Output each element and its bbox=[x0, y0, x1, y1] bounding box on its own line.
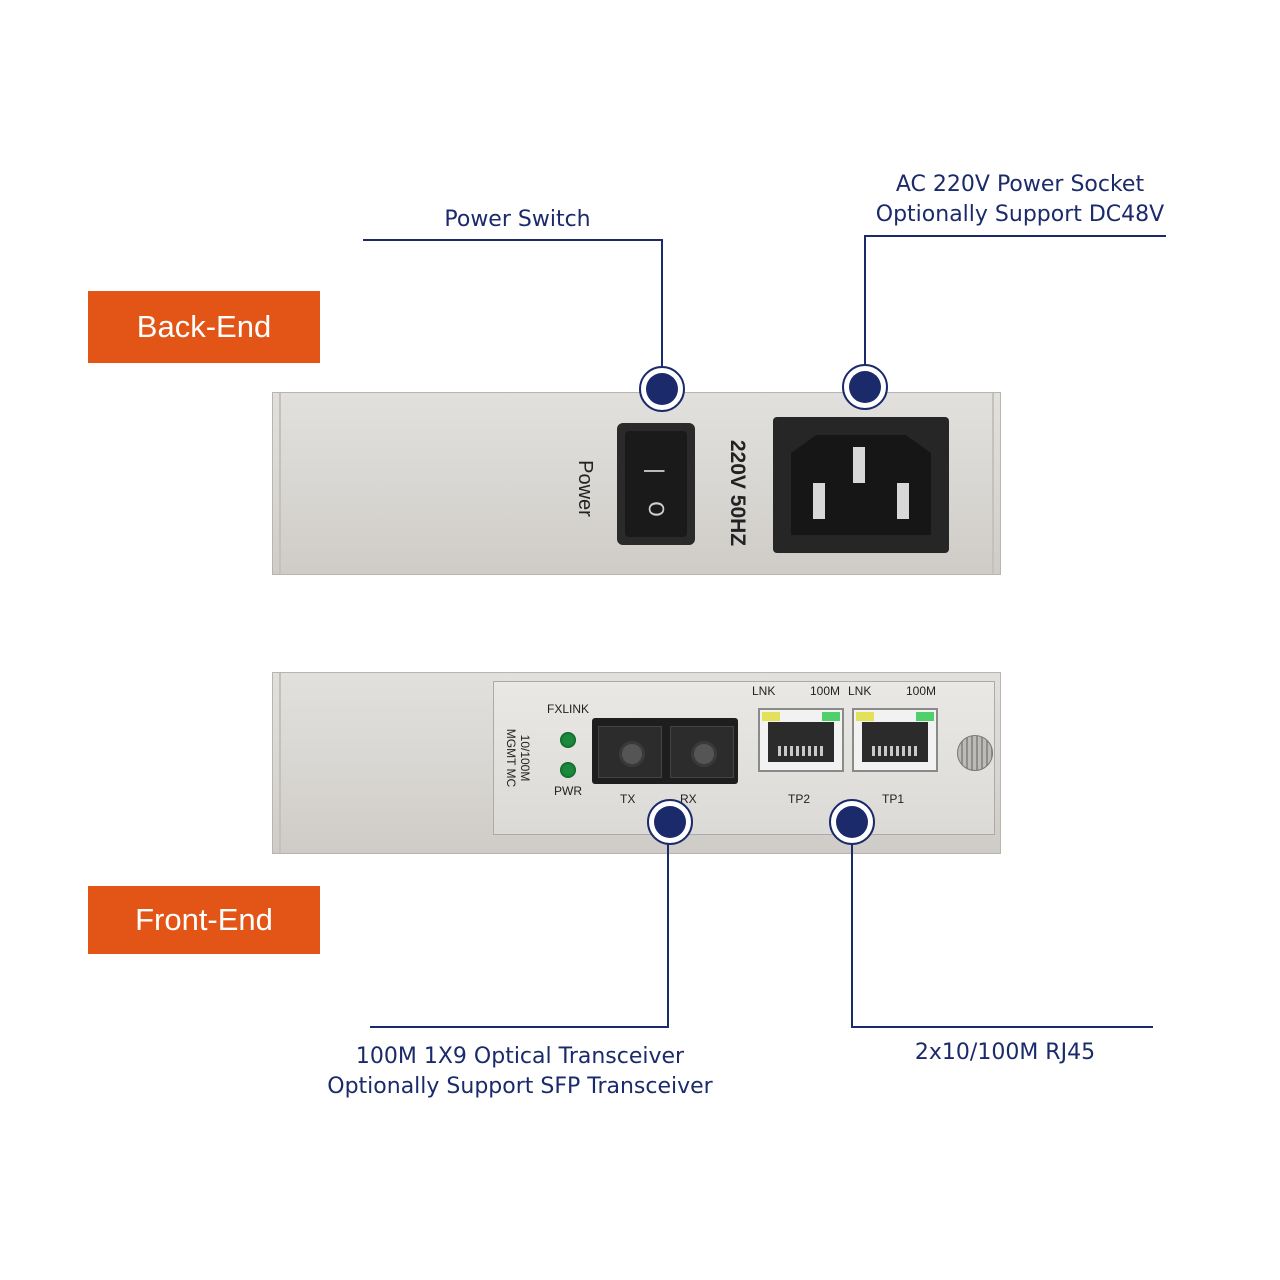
rocker-face: | O bbox=[625, 431, 687, 537]
model-line-1: 10/100M bbox=[518, 734, 532, 782]
pwr-led bbox=[560, 762, 576, 778]
tp1-lnk-led bbox=[856, 712, 874, 721]
tp1-jack bbox=[862, 722, 928, 762]
rj45-marker bbox=[829, 799, 875, 845]
socket-pin-ground bbox=[853, 447, 865, 483]
socket-pin-live bbox=[813, 483, 825, 519]
tp2-100m-led bbox=[822, 712, 840, 721]
power-socket-text-2: Optionally Support DC48V bbox=[875, 202, 1165, 227]
rx-port bbox=[670, 726, 734, 778]
front-end-tag: Front-End bbox=[88, 886, 320, 954]
power-socket-marker bbox=[842, 364, 888, 410]
tp1-label: TP1 bbox=[882, 792, 905, 806]
rj45-callout: 2x10/100M RJ45 bbox=[880, 1038, 1130, 1068]
iec-power-socket[interactable] bbox=[773, 417, 949, 553]
optical-callout: 100M 1X9 Optical Transceiver Optionally … bbox=[300, 1042, 740, 1102]
module-plate: 10/100M MGMT MC FXLINK PWR TX RX LNK 100… bbox=[493, 681, 995, 835]
rj45-port-tp1[interactable] bbox=[852, 708, 938, 772]
optical-text-2: Optionally Support SFP Transceiver bbox=[327, 1074, 713, 1099]
back-end-label: Back-End bbox=[136, 309, 272, 344]
optical-leader-v bbox=[667, 843, 669, 1028]
power-socket-callout: AC 220V Power Socket Optionally Support … bbox=[850, 170, 1190, 230]
front-panel: 10/100M MGMT MC FXLINK PWR TX RX LNK 100… bbox=[272, 672, 1001, 854]
power-switch-marker bbox=[639, 366, 685, 412]
optical-transceiver[interactable] bbox=[592, 718, 738, 784]
lnk-label-1: LNK bbox=[752, 684, 776, 698]
rj45-port-tp2[interactable] bbox=[758, 708, 844, 772]
power-label: Power bbox=[573, 459, 596, 517]
pwr-label: PWR bbox=[554, 784, 582, 798]
tp1-pins bbox=[872, 746, 918, 756]
lnk-label-2: LNK bbox=[848, 684, 872, 698]
back-end-tag: Back-End bbox=[88, 291, 320, 363]
rj45-leader-v bbox=[851, 843, 853, 1028]
power-switch-text: Power Switch bbox=[444, 207, 591, 232]
front-panel-edge-left bbox=[279, 673, 281, 853]
optical-text-1: 100M 1X9 Optical Transceiver bbox=[355, 1044, 685, 1069]
100m-label-1: 100M bbox=[810, 684, 841, 698]
fxlink-led bbox=[560, 732, 576, 748]
rj45-leader-h bbox=[851, 1026, 1153, 1028]
tp1-100m-led bbox=[916, 712, 934, 721]
power-switch-callout: Power Switch bbox=[380, 205, 655, 235]
power-socket-leader-v bbox=[864, 235, 866, 367]
switch-off-mark: O bbox=[644, 501, 668, 517]
100m-label-2: 100M bbox=[906, 684, 937, 698]
power-switch-leader-v bbox=[661, 239, 663, 367]
optical-transceiver-marker bbox=[647, 799, 693, 845]
front-end-label: Front-End bbox=[135, 902, 273, 937]
model-text: 10/100M MGMT MC bbox=[498, 708, 538, 808]
tp2-label: TP2 bbox=[788, 792, 811, 806]
rx-ferrule bbox=[691, 741, 717, 767]
voltage-label: 220V 50HZ bbox=[726, 439, 750, 547]
back-panel-edge-left bbox=[279, 393, 281, 574]
model-line-2: MGMT MC bbox=[504, 728, 518, 788]
fxlink-label: FXLINK bbox=[547, 702, 590, 716]
tx-ferrule bbox=[619, 741, 645, 767]
power-rocker-switch[interactable]: | O bbox=[617, 423, 695, 545]
thumb-screw[interactable] bbox=[957, 735, 993, 771]
power-switch-leader-h bbox=[363, 239, 663, 241]
tx-label: TX bbox=[620, 792, 636, 806]
rj45-text: 2x10/100M RJ45 bbox=[914, 1040, 1096, 1065]
rx-label: RX bbox=[680, 792, 697, 806]
power-socket-leader-h bbox=[864, 235, 1166, 237]
socket-pin-neutral bbox=[897, 483, 909, 519]
tx-port bbox=[598, 726, 662, 778]
back-panel-edge-right bbox=[992, 393, 994, 574]
tp2-pins bbox=[778, 746, 824, 756]
power-socket-text-1: AC 220V Power Socket bbox=[895, 172, 1145, 197]
tp2-jack bbox=[768, 722, 834, 762]
optical-leader-h bbox=[370, 1026, 669, 1028]
tp2-lnk-led bbox=[762, 712, 780, 721]
back-panel: Power | O 220V 50HZ bbox=[272, 392, 1001, 575]
